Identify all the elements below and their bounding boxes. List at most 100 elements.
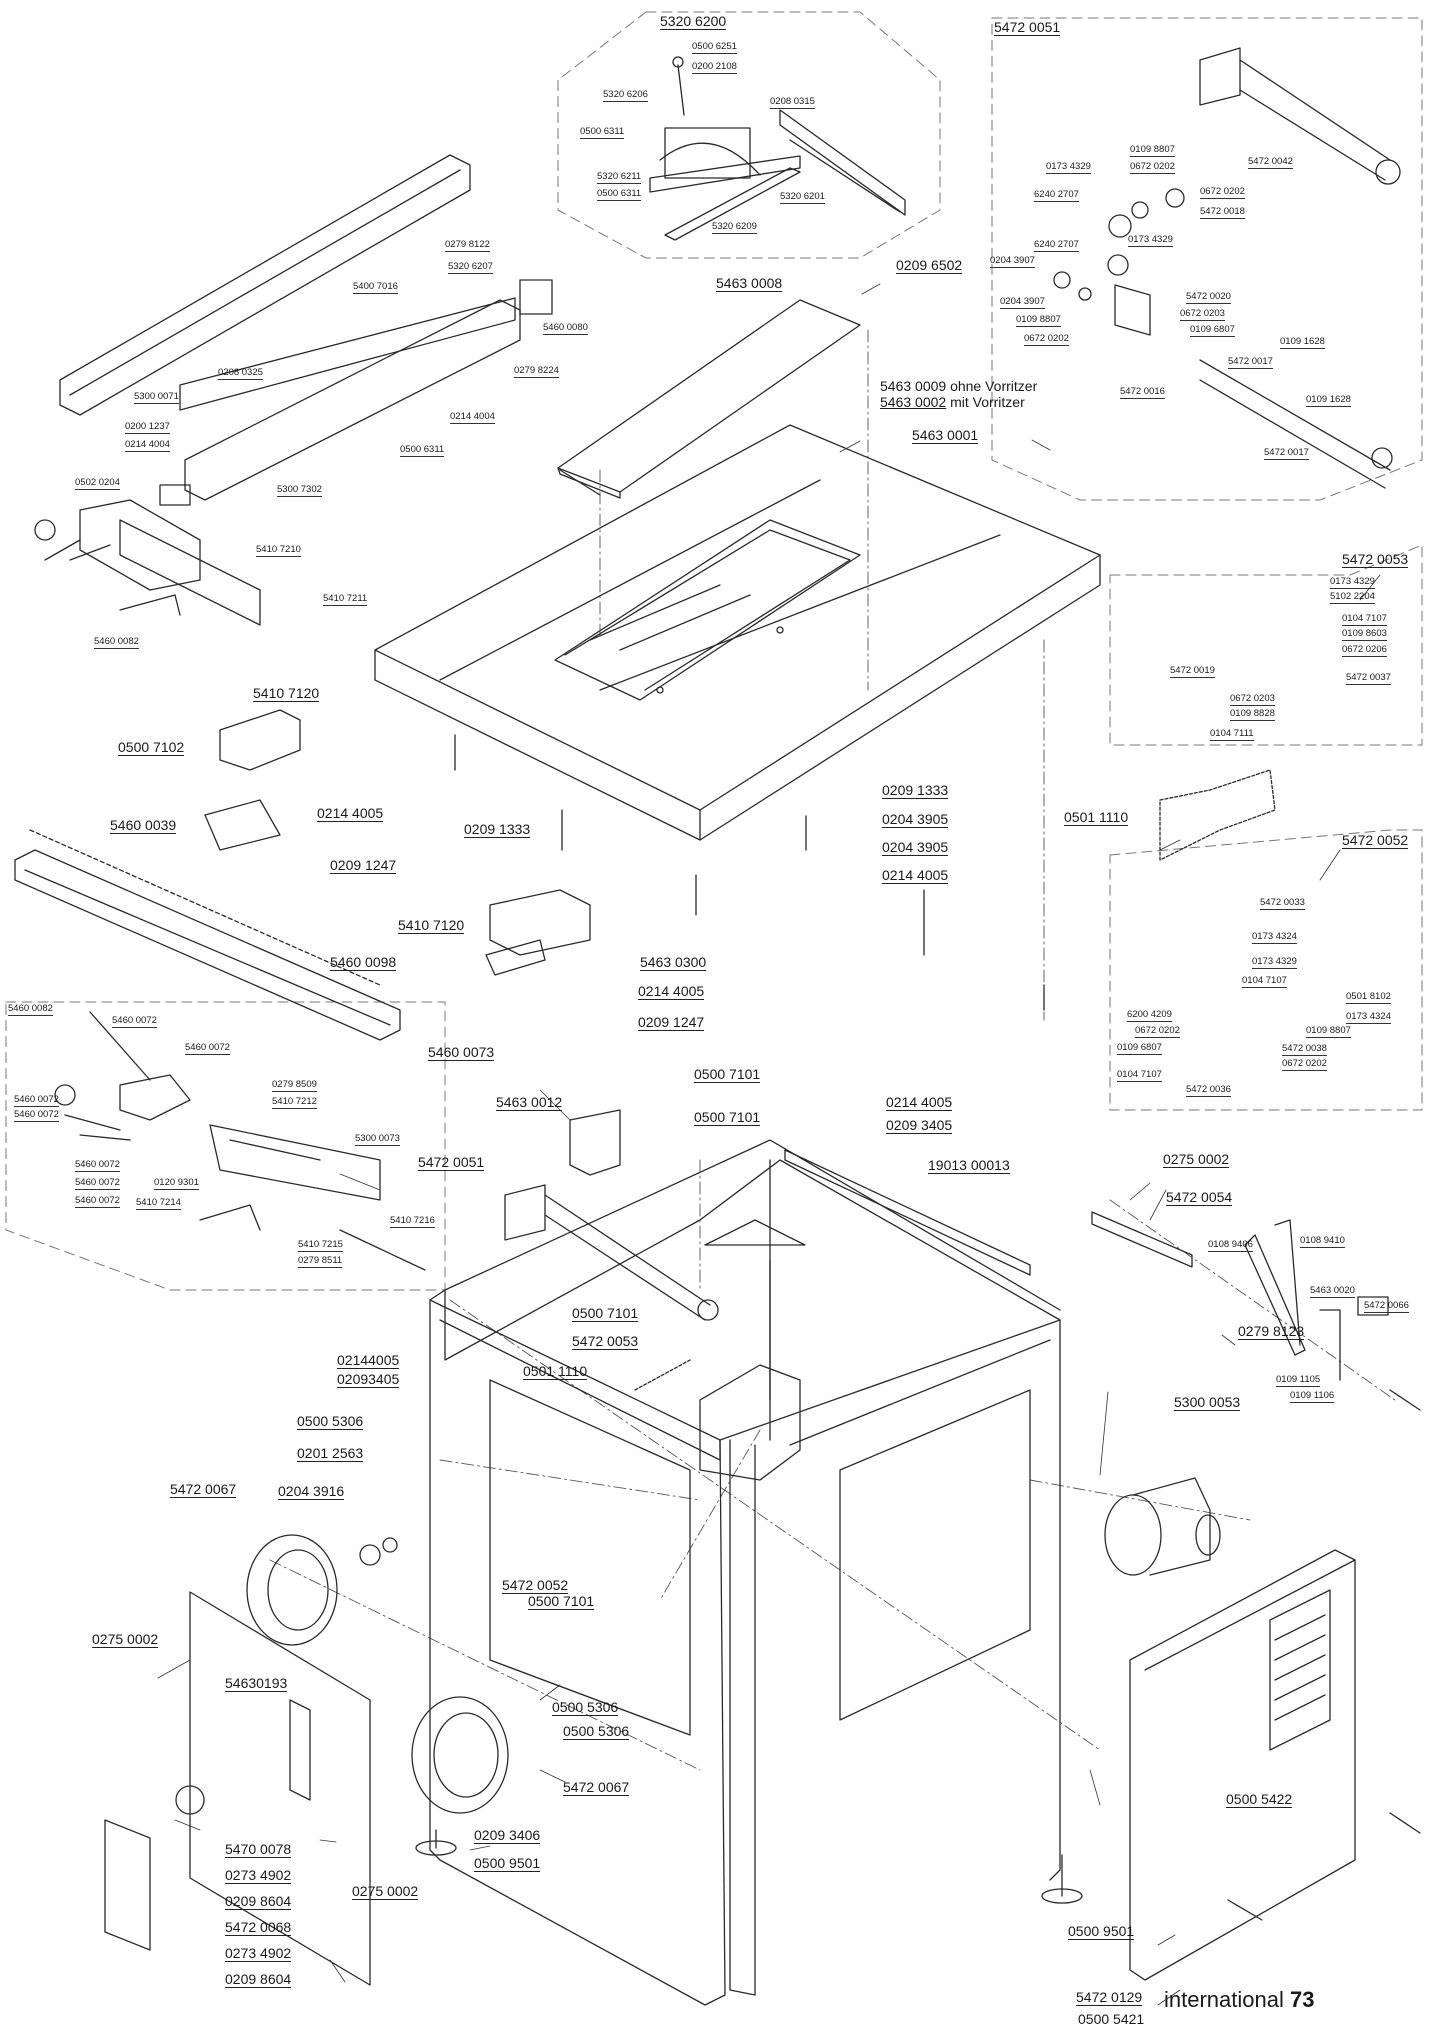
page-footer: international 73 xyxy=(1164,1987,1314,2013)
part-label: 5472 0066 xyxy=(1364,1300,1409,1313)
part-label: 0500 5306 xyxy=(297,1413,364,1430)
part-label: 0279 8123 xyxy=(1238,1323,1305,1340)
part-label: 0279 8122 xyxy=(445,239,490,252)
part-label: 5472 0053 xyxy=(1342,551,1409,568)
part-label: 0204 3905 xyxy=(882,839,949,856)
part-label: 0209 8604 xyxy=(225,1971,292,1988)
part-label: 5472 0054 xyxy=(1166,1189,1233,1206)
part-label: 0500 6311 xyxy=(400,444,445,457)
part-label: 5300 0073 xyxy=(355,1133,400,1146)
lower-carriage-drawing xyxy=(54,1011,426,1271)
part-label: 0672 0202 xyxy=(1135,1025,1180,1038)
part-label: 0109 8807 xyxy=(1016,314,1061,327)
part-label: 5472 0067 xyxy=(563,1779,630,1796)
part-label: 0502 0204 xyxy=(75,477,120,490)
part-label: 0109 6807 xyxy=(1190,324,1235,337)
chains-drawing xyxy=(634,769,1276,1391)
part-label: 5472 0033 xyxy=(1260,897,1305,910)
part-label: 0275 0002 xyxy=(352,1883,419,1900)
part-label: 0500 7101 xyxy=(694,1109,761,1126)
part-label: 0209 8604 xyxy=(225,1893,292,1910)
part-label: 6240 2707 xyxy=(1034,239,1079,252)
part-label: 0273 4902 xyxy=(225,1867,292,1884)
part-label: 6240 2707 xyxy=(1034,189,1079,202)
part-label: 0104 7107 xyxy=(1342,613,1387,626)
part-label: 19013 00013 xyxy=(928,1157,1010,1174)
part-label: 5472 0017 xyxy=(1228,356,1273,369)
part-label: 0275 0002 xyxy=(1163,1151,1230,1168)
part-label: 5472 0038 xyxy=(1282,1043,1327,1056)
part-label: 0201 2563 xyxy=(297,1445,364,1462)
part-label: 5410 7212 xyxy=(272,1096,317,1109)
insert-plate-drawing xyxy=(557,299,861,499)
part-label: 5460 0073 xyxy=(428,1044,495,1061)
part-label: 5472 0053 xyxy=(572,1333,639,1350)
part-label: 5460 0072 xyxy=(75,1159,120,1172)
part-label: 5410 7120 xyxy=(398,917,465,934)
part-label: 0209 1333 xyxy=(882,782,949,799)
part-label: 5320 6200 xyxy=(660,13,727,30)
part-label: 5472 0020 xyxy=(1186,291,1231,304)
part-label: 0500 9501 xyxy=(1068,1923,1135,1940)
part-label: 0109 1105 xyxy=(1276,1374,1321,1387)
part-label: 5460 0072 xyxy=(14,1094,59,1107)
part-label: 5410 7216 xyxy=(390,1215,435,1228)
part-label: 0109 8807 xyxy=(1306,1025,1351,1038)
note-line-2-part: 5463 0002 xyxy=(880,394,947,410)
part-label: 0109 1628 xyxy=(1280,336,1325,349)
note-line-2: 5463 0002 mit Vorritzer xyxy=(880,394,1037,410)
part-label: 0209 3405 xyxy=(886,1117,953,1134)
part-label: 5320 6209 xyxy=(712,221,757,234)
part-label: 0214 4005 xyxy=(886,1094,953,1111)
fence-rail-drawing xyxy=(59,154,553,506)
part-label: 0209 1247 xyxy=(330,857,397,874)
lower-spindle-drawing xyxy=(504,1184,719,1321)
part-label: 0214 4005 xyxy=(638,983,705,1000)
part-label: 0173 4329 xyxy=(1330,576,1375,589)
stand-cabinet-drawing xyxy=(429,1139,1061,2006)
part-label: 5102 2204 xyxy=(1330,591,1375,604)
motor-cover-drawing xyxy=(1129,1549,1356,1981)
part-label: 0501 8102 xyxy=(1346,991,1391,1004)
part-label: 5463 0012 xyxy=(496,1094,563,1111)
part-label: 0214 4005 xyxy=(882,867,949,884)
mounting-strip-drawing xyxy=(784,1149,1193,1276)
brand-word: international xyxy=(1164,1987,1284,2012)
part-label: 0204 3916 xyxy=(278,1483,345,1500)
leader-lines xyxy=(157,283,1381,2006)
long-rail-drawing xyxy=(14,829,401,1041)
part-label: 0672 0203 xyxy=(1230,693,1275,706)
part-label: 5472 0067 xyxy=(170,1481,237,1498)
part-label: 0109 8603 xyxy=(1342,628,1387,641)
part-label: 0279 8511 xyxy=(298,1255,343,1268)
page-number: 73 xyxy=(1290,1987,1315,2012)
part-label: 0173 4329 xyxy=(1128,234,1173,247)
part-label: 0273 4902 xyxy=(225,1945,292,1962)
part-label: 0501 1110 xyxy=(523,1363,588,1380)
part-label: 0209 1333 xyxy=(464,821,531,838)
part-label: 0672 0202 xyxy=(1024,333,1069,346)
part-label: 0672 0202 xyxy=(1282,1058,1327,1071)
part-label: 5320 6206 xyxy=(603,89,648,102)
part-label: 0208 0315 xyxy=(770,96,815,109)
part-label: 5472 0052 xyxy=(1342,832,1409,849)
part-label: 0173 4324 xyxy=(1346,1011,1391,1024)
part-label: 0500 6311 xyxy=(580,126,625,139)
part-label: 54630193 xyxy=(225,1675,288,1692)
part-label: 0500 9501 xyxy=(474,1855,541,1872)
part-label: 5300 0053 xyxy=(1174,1394,1241,1411)
part-label: 5460 0098 xyxy=(330,954,397,971)
wrenches-drawing xyxy=(1244,1219,1389,1381)
part-label: 5463 0001 xyxy=(912,427,979,444)
feet-and-screws-drawing xyxy=(415,734,1421,1921)
dust-chute-drawing xyxy=(699,1219,806,1481)
handwheels-drawing xyxy=(246,1534,509,1814)
part-label: 0500 5306 xyxy=(552,1699,619,1716)
part-label: 0279 8509 xyxy=(272,1079,317,1092)
part-label: 5320 6211 xyxy=(597,171,642,184)
part-label: 0500 7101 xyxy=(694,1066,761,1083)
part-label: 0500 6311 xyxy=(597,188,642,201)
part-label: 0204 3905 xyxy=(882,811,949,828)
part-label: 5460 0080 xyxy=(543,322,588,335)
